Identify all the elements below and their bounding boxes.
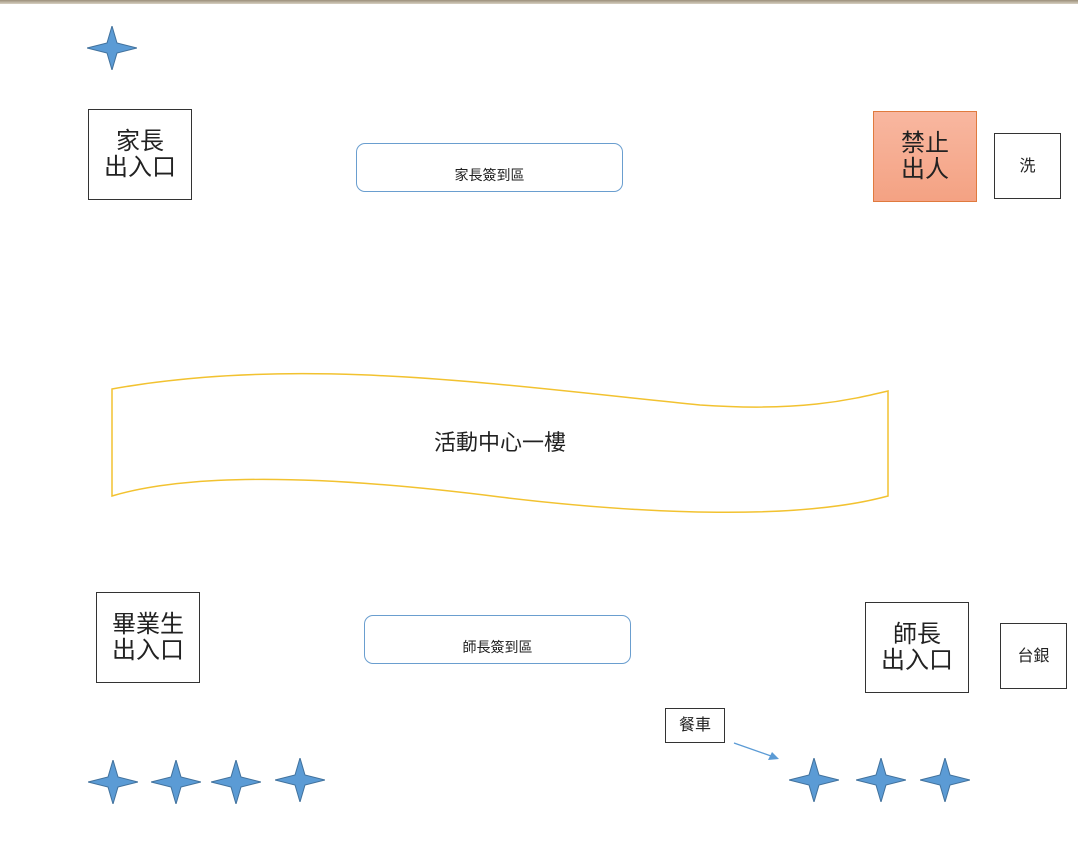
- graduates-exit-box: 畢業生 出入口: [96, 592, 200, 683]
- arrow-icon: [733, 742, 779, 760]
- four-point-star-icon: [275, 758, 325, 802]
- no-entry-box: 禁止 出人: [873, 111, 977, 202]
- food-cart-box: 餐車: [665, 708, 725, 743]
- teachers-checkin-area: 師長簽到區: [364, 615, 631, 664]
- teachers-exit-box: 師長 出入口: [865, 602, 969, 693]
- wash-box: 洗: [994, 133, 1061, 199]
- four-point-star-icon: [87, 26, 137, 70]
- four-point-star-icon: [920, 758, 970, 802]
- stage-box: 台銀: [1000, 623, 1067, 689]
- four-point-star-icon: [211, 760, 261, 804]
- four-point-star-icon: [88, 760, 138, 804]
- parents-exit-box: 家長 出入口: [88, 109, 192, 200]
- banner-label: 活動中心一樓: [433, 431, 566, 456]
- four-point-star-icon: [151, 760, 201, 804]
- four-point-star-icon: [789, 758, 839, 802]
- four-point-star-icon: [856, 758, 906, 802]
- parents-checkin-area: 家長簽到區: [356, 143, 623, 192]
- top-rule: [0, 0, 1078, 4]
